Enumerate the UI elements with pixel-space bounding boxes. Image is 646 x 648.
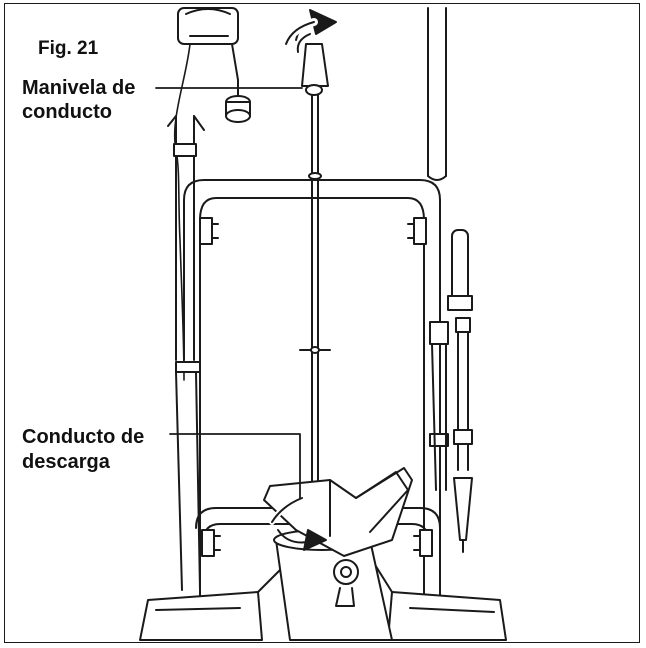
discharge-chute-label-line2: descarga: [22, 451, 110, 473]
control-cable: [173, 43, 191, 381]
figure-border: [4, 3, 640, 643]
right-upper-tube: [427, 7, 447, 181]
discharge-chute-label-line1: Conducto de: [22, 426, 145, 448]
chute-crank-handle: [282, 9, 337, 96]
left-lower-tube: [175, 361, 201, 591]
chute-leader-line: [169, 433, 301, 499]
left-upper-knob: [199, 217, 219, 245]
auger-housing: [139, 559, 507, 641]
hanging-knob: [225, 79, 251, 123]
upper-handle: [177, 7, 239, 81]
right-lower-knob: [413, 529, 433, 557]
figure-number: Fig. 21: [38, 38, 99, 60]
chute-handle-label-line2: conducto: [22, 101, 112, 123]
left-upper-tube: [167, 115, 205, 361]
discharge-chute: [263, 467, 413, 641]
right-upper-knob: [407, 217, 427, 245]
left-lower-knob: [201, 529, 221, 557]
chute-handle-label-line1: Manivela de: [22, 77, 136, 99]
chute-rotation-arrow: [269, 495, 327, 551]
right-side-tubes: [429, 229, 473, 553]
leader-lines: [155, 87, 303, 499]
